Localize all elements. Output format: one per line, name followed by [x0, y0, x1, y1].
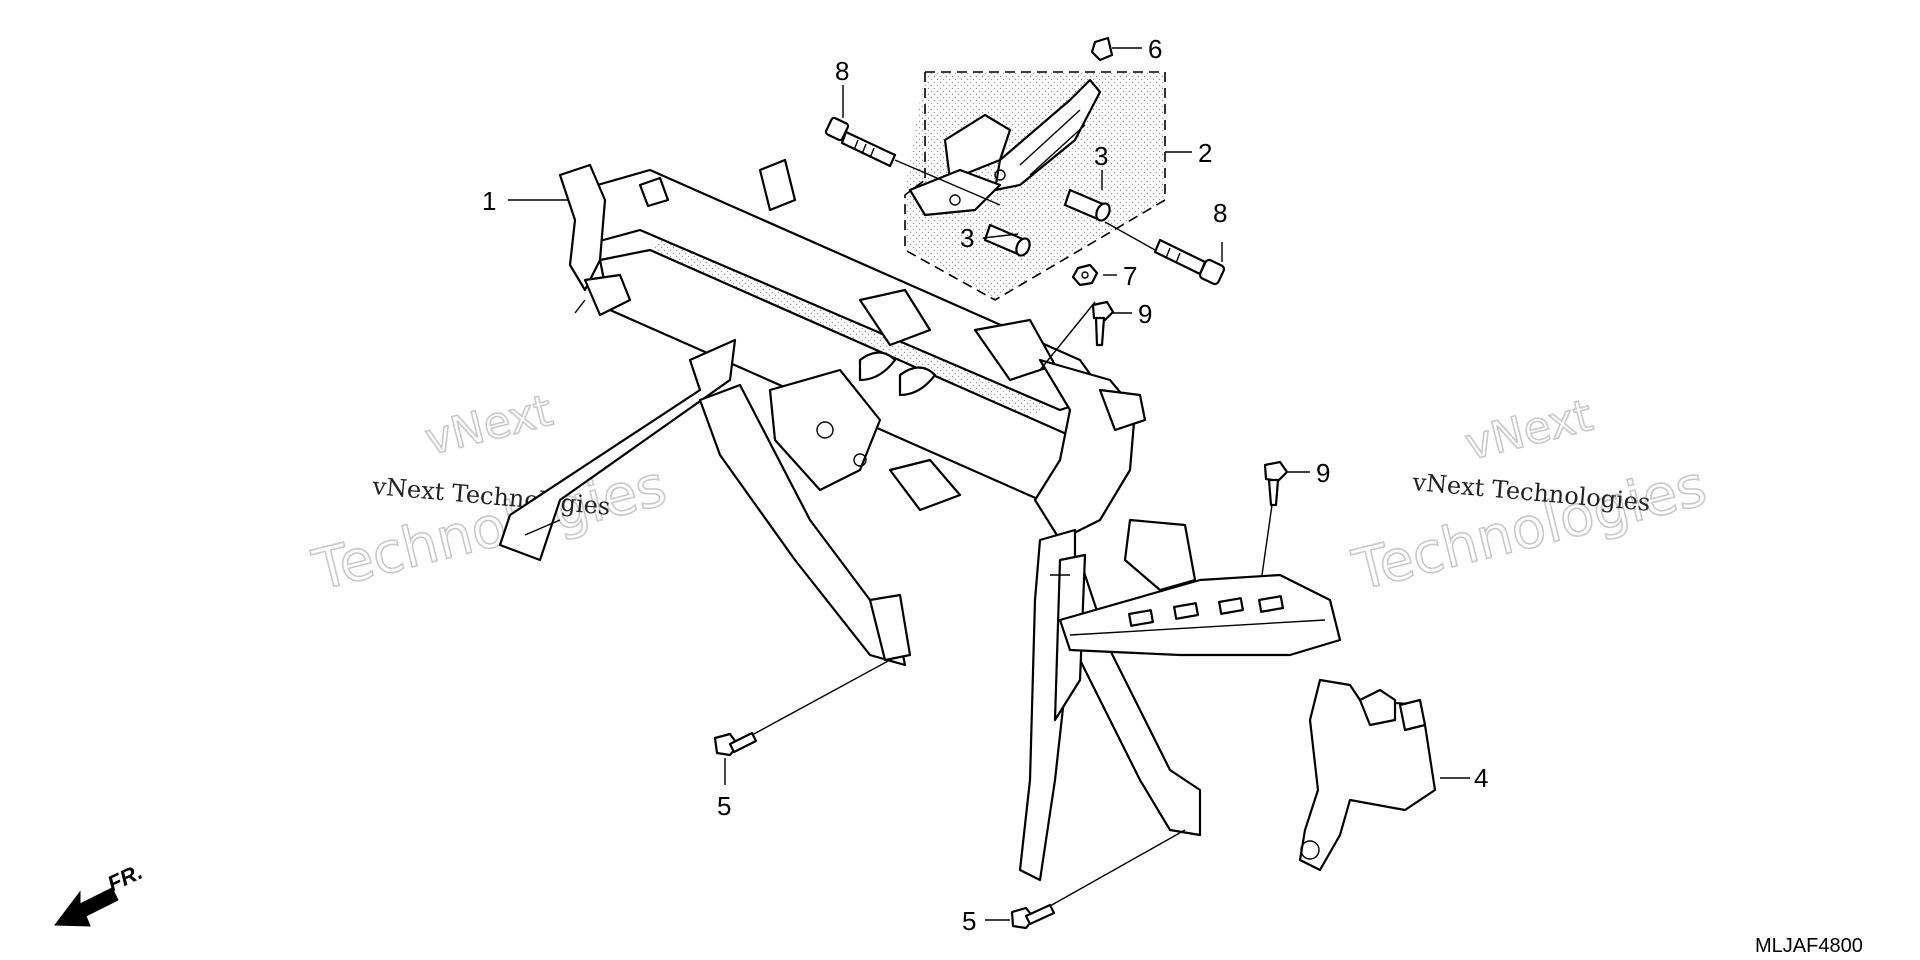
bolt-part-5-left: [713, 731, 758, 757]
callout-7: 7: [1123, 261, 1137, 291]
callout-5-bottom: 5: [962, 906, 976, 936]
bolt-part-8-right: [1153, 238, 1226, 286]
bracket-assembly-part-2: [904, 71, 1166, 301]
callout-6: 6: [1148, 34, 1162, 64]
center-mount-bracket: [768, 368, 882, 492]
bolt-part-9-upper: [1091, 300, 1115, 347]
front-direction-indicator: FR.: [54, 859, 146, 927]
watermark-word-right: Technologies: [1347, 453, 1713, 603]
callout-3-upper: 3: [1094, 141, 1108, 171]
callout-5-left: 5: [717, 791, 731, 821]
callout-4: 4: [1474, 763, 1488, 793]
callout-8-top: 8: [835, 56, 849, 86]
clip-part-6: [1090, 36, 1114, 62]
callout-1: 1: [482, 186, 496, 216]
callout-9-right: 9: [1316, 458, 1330, 488]
side-plate-part-4: [1298, 678, 1437, 872]
callout-3-lower: 3: [960, 223, 974, 253]
callout-8-right: 8: [1213, 198, 1227, 228]
watermark-word-left: Technologies: [307, 453, 673, 603]
watermark-left: vNext Technologies vNext Technologies: [306, 384, 673, 604]
callout-labels: 1 2 3 3 4 5 5 6 7 8 8 9 9: [482, 34, 1488, 936]
callout-2: 2: [1198, 138, 1212, 168]
bolt-part-5-bottom: [1010, 903, 1056, 930]
collar-part-3-upper: [1063, 188, 1111, 222]
watermark-brand-right: vNext: [1460, 390, 1597, 471]
bolt-part-8-top: [824, 116, 897, 168]
mounting-tray: [1058, 573, 1342, 657]
diagram-code: MLJAF4800: [1755, 935, 1863, 957]
bolt-part-9-right: [1263, 460, 1289, 507]
leader-lines: [508, 47, 1470, 921]
watermark-brand-left: vNext: [420, 385, 557, 466]
front-arrow-icon: [54, 887, 119, 927]
nut-part-7: [1071, 263, 1099, 287]
frame-stay-part-1: [498, 158, 1202, 882]
watermark-right: vNext Technologies vNext Technologies: [1346, 389, 1713, 604]
callout-9-upper: 9: [1138, 299, 1152, 329]
